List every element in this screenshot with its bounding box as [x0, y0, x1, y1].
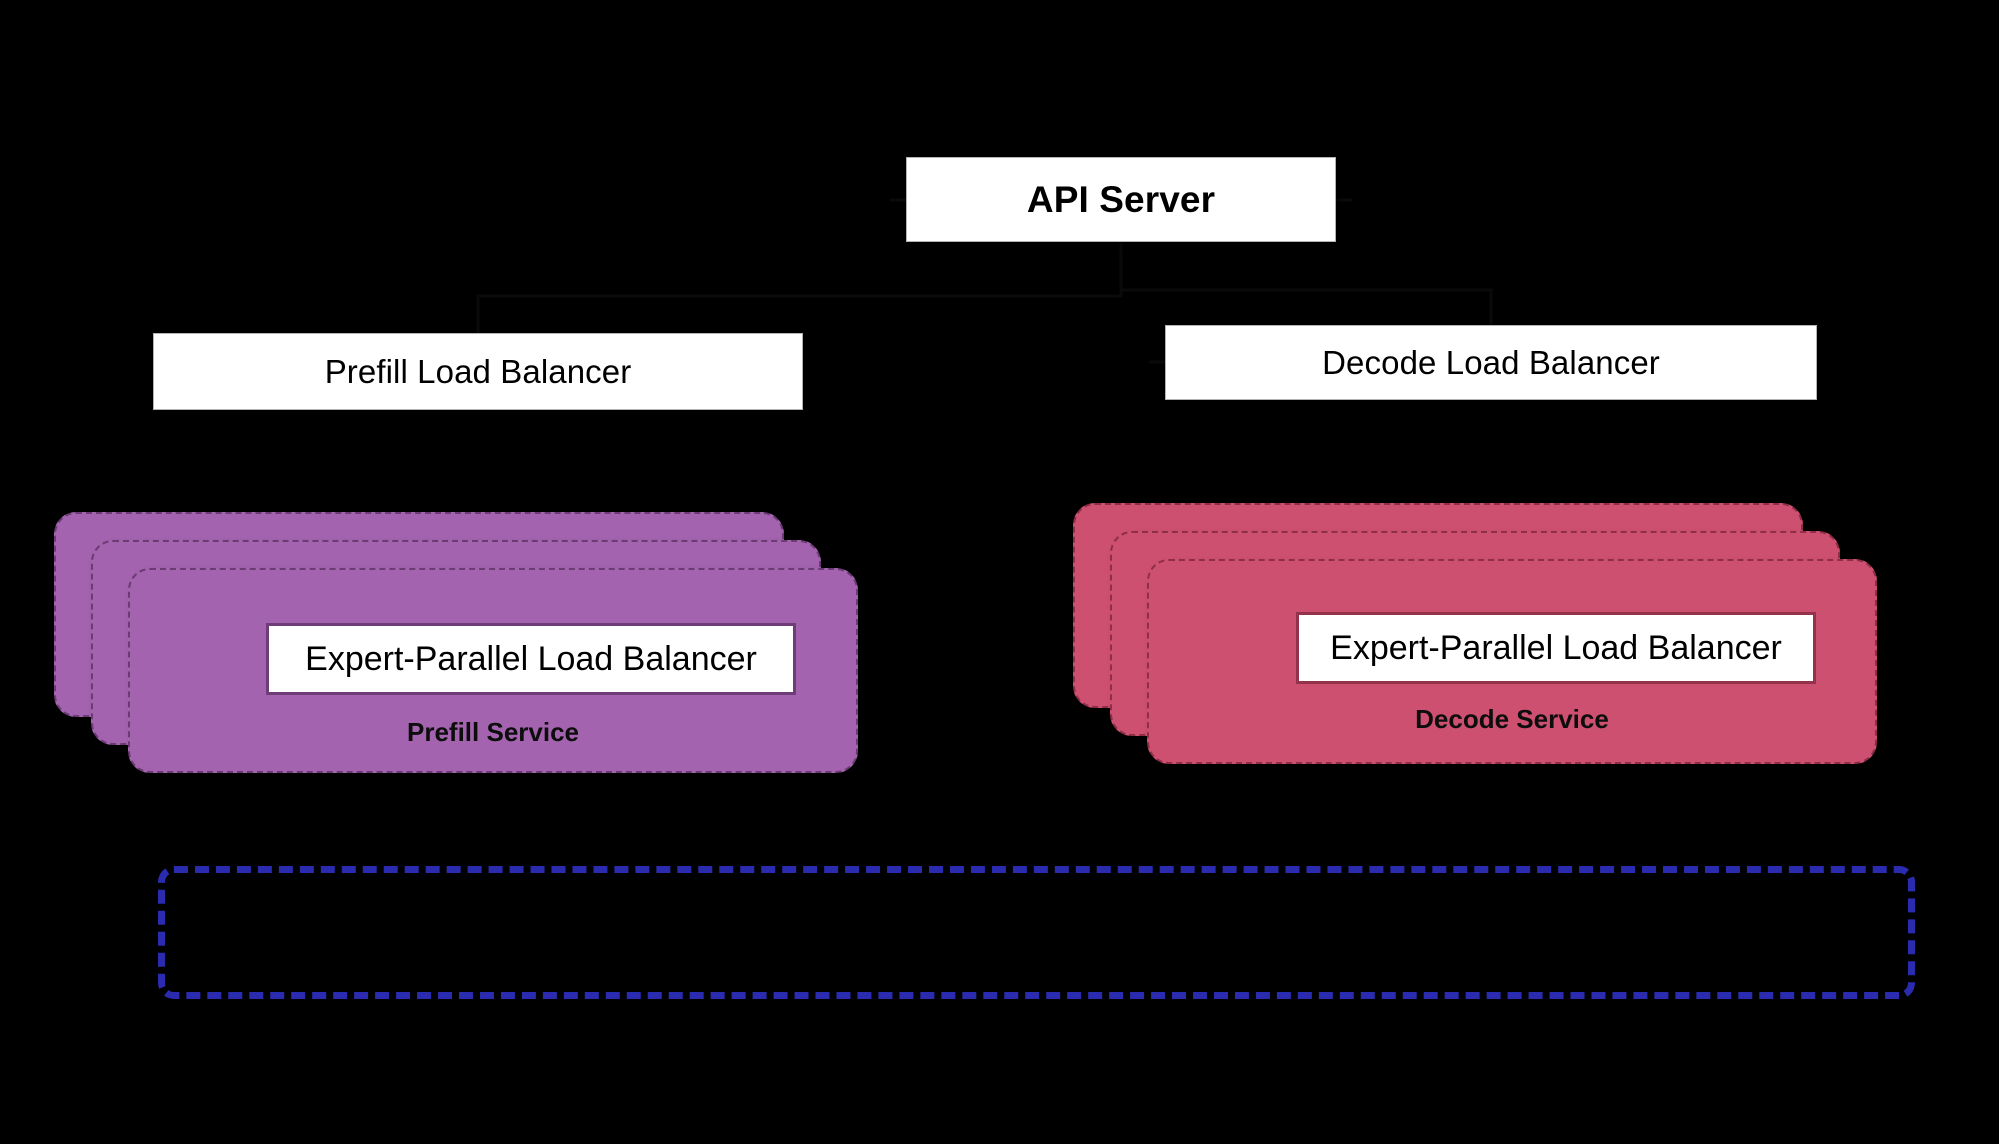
- decode-expert-parallel-load-balancer-label: Expert-Parallel Load Balancer: [1330, 628, 1782, 667]
- connector-api-to-prefill-lb: [476, 242, 1123, 333]
- api-server-node[interactable]: API Server: [906, 157, 1336, 242]
- prefill-service-card-front[interactable]: Expert-Parallel Load Balancer Prefill Se…: [128, 568, 858, 773]
- decode-service-card-front[interactable]: Expert-Parallel Load Balancer Decode Ser…: [1147, 559, 1877, 764]
- bottom-dashed-container[interactable]: [158, 866, 1915, 999]
- prefill-expert-parallel-load-balancer-box[interactable]: Expert-Parallel Load Balancer: [266, 623, 796, 695]
- prefill-load-balancer-node[interactable]: Prefill Load Balancer: [153, 333, 803, 410]
- decode-load-balancer-label: Decode Load Balancer: [1322, 343, 1660, 381]
- connector-api-to-decode-lb: [1119, 242, 1493, 325]
- decode-load-balancer-node[interactable]: Decode Load Balancer: [1165, 325, 1817, 400]
- prefill-load-balancer-label: Prefill Load Balancer: [324, 352, 632, 390]
- prefill-expert-parallel-load-balancer-label: Expert-Parallel Load Balancer: [305, 639, 757, 678]
- prefill-service-title: Prefill Service: [407, 717, 579, 747]
- decode-service-title: Decode Service: [1415, 704, 1609, 734]
- decode-expert-parallel-load-balancer-box[interactable]: Expert-Parallel Load Balancer: [1296, 612, 1816, 684]
- api-server-label: API Server: [1026, 178, 1216, 220]
